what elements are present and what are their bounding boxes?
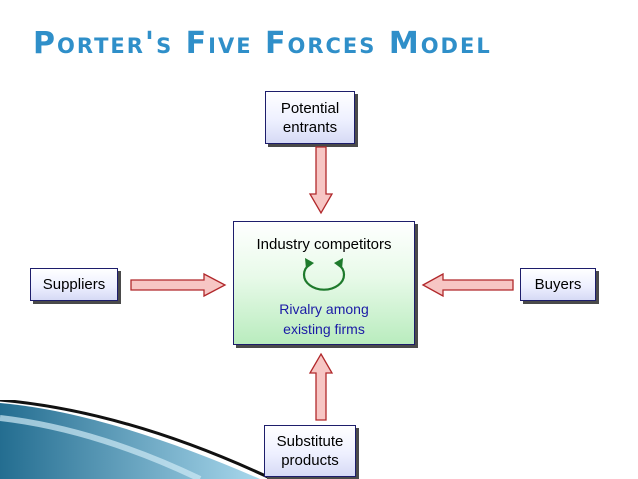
arrow-substitutes-to-center <box>308 352 334 421</box>
center-title: Industry competitors <box>256 236 392 253</box>
node-potential-entrants: Potential entrants <box>265 91 355 144</box>
arrow-suppliers-to-center <box>130 272 227 298</box>
arrow-entrants-to-center <box>308 146 334 215</box>
node-substitute-products: Substitute products <box>264 425 356 477</box>
node-industry-competitors: Industry competitors Rivalry among exist… <box>233 221 415 345</box>
rivalry-cycle-icon <box>302 258 346 291</box>
arrow-buyers-to-center <box>421 272 514 298</box>
page-title: Porter's Five Forces Model <box>33 26 492 61</box>
node-suppliers: Suppliers <box>30 268 118 301</box>
center-subtitle: Rivalry among existing firms <box>279 301 369 337</box>
decorative-swoosh <box>0 400 271 479</box>
node-buyers: Buyers <box>520 268 596 301</box>
